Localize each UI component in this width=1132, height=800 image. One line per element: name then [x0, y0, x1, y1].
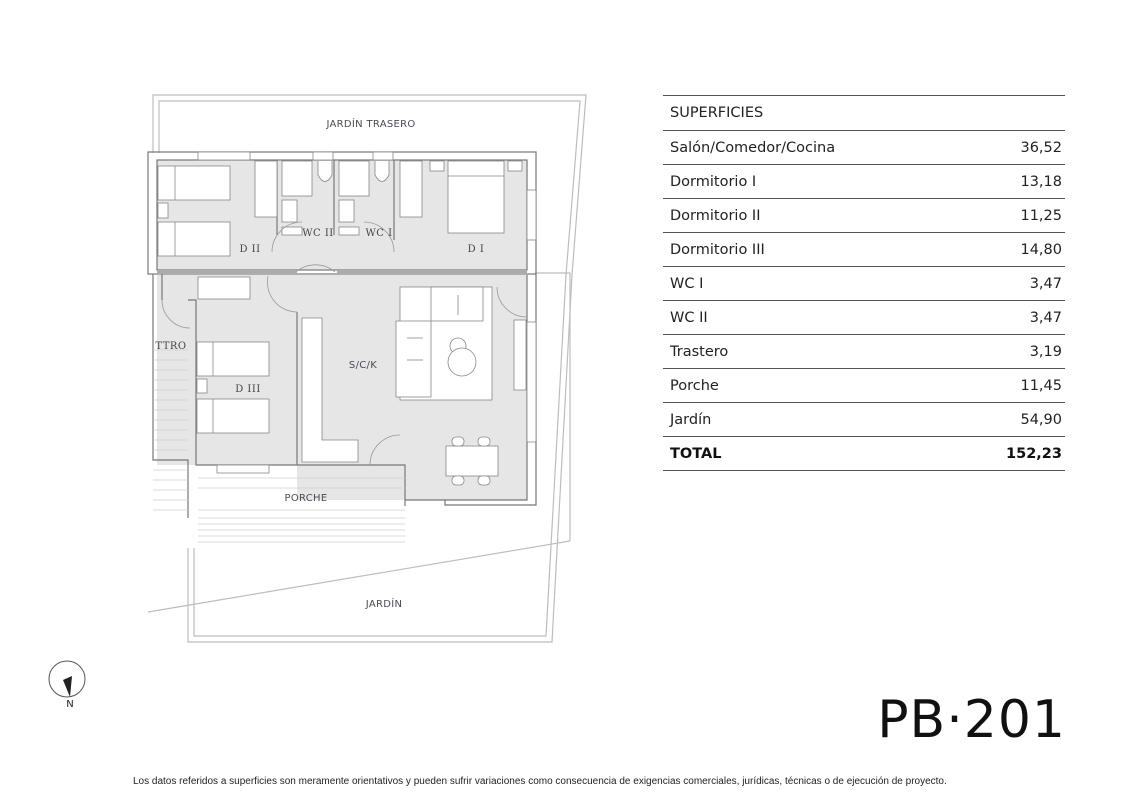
row-value: 11,25 — [1020, 207, 1062, 224]
row-name: Jardín — [670, 411, 712, 428]
row-value: 11,45 — [1020, 377, 1062, 394]
table-row: Trastero 3,19 — [663, 335, 1065, 369]
row-name: Dormitorio III — [670, 241, 765, 258]
door-swings — [161, 221, 528, 466]
row-value: 3,47 — [1029, 309, 1062, 326]
row-value: 3,47 — [1029, 275, 1062, 292]
label-jardin-trasero: JARDÍN TRASERO — [325, 117, 415, 130]
row-name: Porche — [670, 377, 719, 394]
hatching — [153, 349, 405, 543]
row-value: 36,52 — [1020, 139, 1062, 156]
furniture — [157, 160, 527, 486]
row-value: 14,80 — [1020, 241, 1062, 258]
table-total-row: TOTAL 152,23 — [663, 437, 1065, 471]
windows — [197, 151, 537, 474]
superficies-table: SUPERFICIES Salón/Comedor/Cocina 36,52 Do… — [663, 95, 1065, 471]
disclaimer: Los datos referidos a superficies son me… — [133, 776, 947, 787]
rear-garden-outline — [152, 94, 587, 276]
table-row: Dormitorio I 13,18 — [663, 165, 1065, 199]
table-row: Jardín 54,90 — [663, 403, 1065, 437]
front-garden-outline — [147, 272, 573, 643]
row-value: 54,90 — [1020, 411, 1062, 428]
label-d2: D II — [239, 244, 260, 255]
interior-walls — [157, 160, 527, 465]
label-porche: PORCHE — [285, 493, 328, 504]
label-jardin: JARDÍN — [365, 597, 403, 610]
label-d3: D III — [235, 384, 261, 395]
floor-plan: JARDÍN TRASERO D II WC II WC I D I TTRO … — [147, 94, 587, 643]
compass-label: N — [66, 699, 73, 710]
table-row: Dormitorio III 14,80 — [663, 233, 1065, 267]
north-arrow-icon: N — [48, 660, 86, 710]
row-name: Trastero — [670, 343, 729, 360]
table-title: SUPERFICIES — [670, 105, 764, 121]
label-sck: S/C/K — [349, 360, 377, 371]
row-value: 3,19 — [1029, 343, 1062, 360]
label-ttro: TTRO — [155, 341, 186, 352]
unit-code: PB·201 — [877, 690, 1066, 750]
row-name: Dormitorio II — [670, 207, 761, 224]
total-label: TOTAL — [670, 445, 722, 462]
total-value: 152,23 — [1006, 445, 1062, 462]
row-name: WC I — [670, 275, 704, 292]
label-d1: D I — [468, 244, 485, 255]
label-wc1: WC I — [365, 228, 392, 239]
row-value: 13,18 — [1020, 173, 1062, 190]
row-name: Dormitorio I — [670, 173, 757, 190]
row-name: Salón/Comedor/Cocina — [670, 139, 836, 156]
row-name: WC II — [670, 309, 708, 326]
table-header: SUPERFICIES — [663, 95, 1065, 131]
table-row: Salón/Comedor/Cocina 36,52 — [663, 131, 1065, 165]
table-row: WC I 3,47 — [663, 267, 1065, 301]
label-wc2: WC II — [302, 228, 334, 239]
table-row: WC II 3,47 — [663, 301, 1065, 335]
table-row: Dormitorio II 11,25 — [663, 199, 1065, 233]
table-row: Porche 11,45 — [663, 369, 1065, 403]
